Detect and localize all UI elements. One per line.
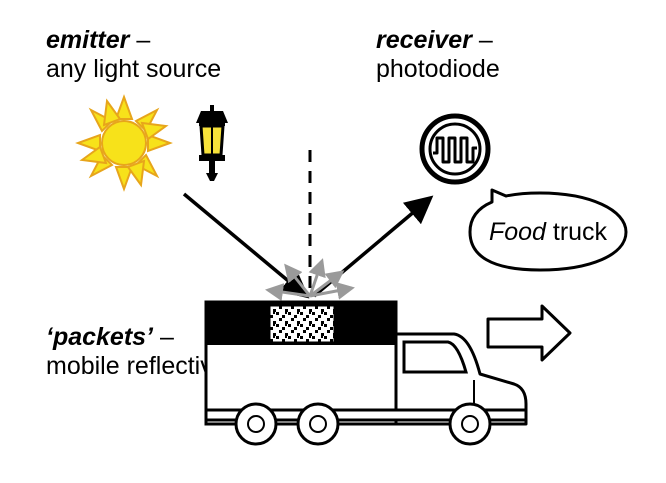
motion-arrow-icon: [486, 304, 572, 362]
receiver-description: photodiode: [376, 55, 500, 83]
emitter-dash: –: [129, 26, 151, 54]
packets-term: ‘packets’: [46, 323, 154, 351]
speech-bubble-text: Food truck: [489, 218, 608, 246]
lamp-icon: [196, 105, 228, 181]
rear-wheel-2: [296, 402, 340, 446]
incident-ray-arrow: [182, 192, 310, 299]
receiver-term: receiver: [376, 26, 472, 54]
photodiode-icon: [419, 113, 491, 185]
emitter-term: emitter: [46, 26, 130, 54]
emitter-description: any light source: [46, 55, 222, 83]
front-wheel: [448, 402, 492, 446]
receiver-label: receiver – photodiode: [376, 26, 500, 84]
receiver-dash: –: [471, 26, 493, 54]
emitter-label: emitter – any light source: [46, 26, 221, 84]
rear-wheel-1: [234, 402, 278, 446]
packet-pattern: [269, 305, 335, 343]
sun-icon: [75, 94, 173, 192]
packets-dash: –: [153, 323, 174, 351]
food-truck: [204, 300, 528, 446]
scattered-rays: [265, 258, 355, 302]
speech-bubble: Food truck: [468, 188, 628, 272]
